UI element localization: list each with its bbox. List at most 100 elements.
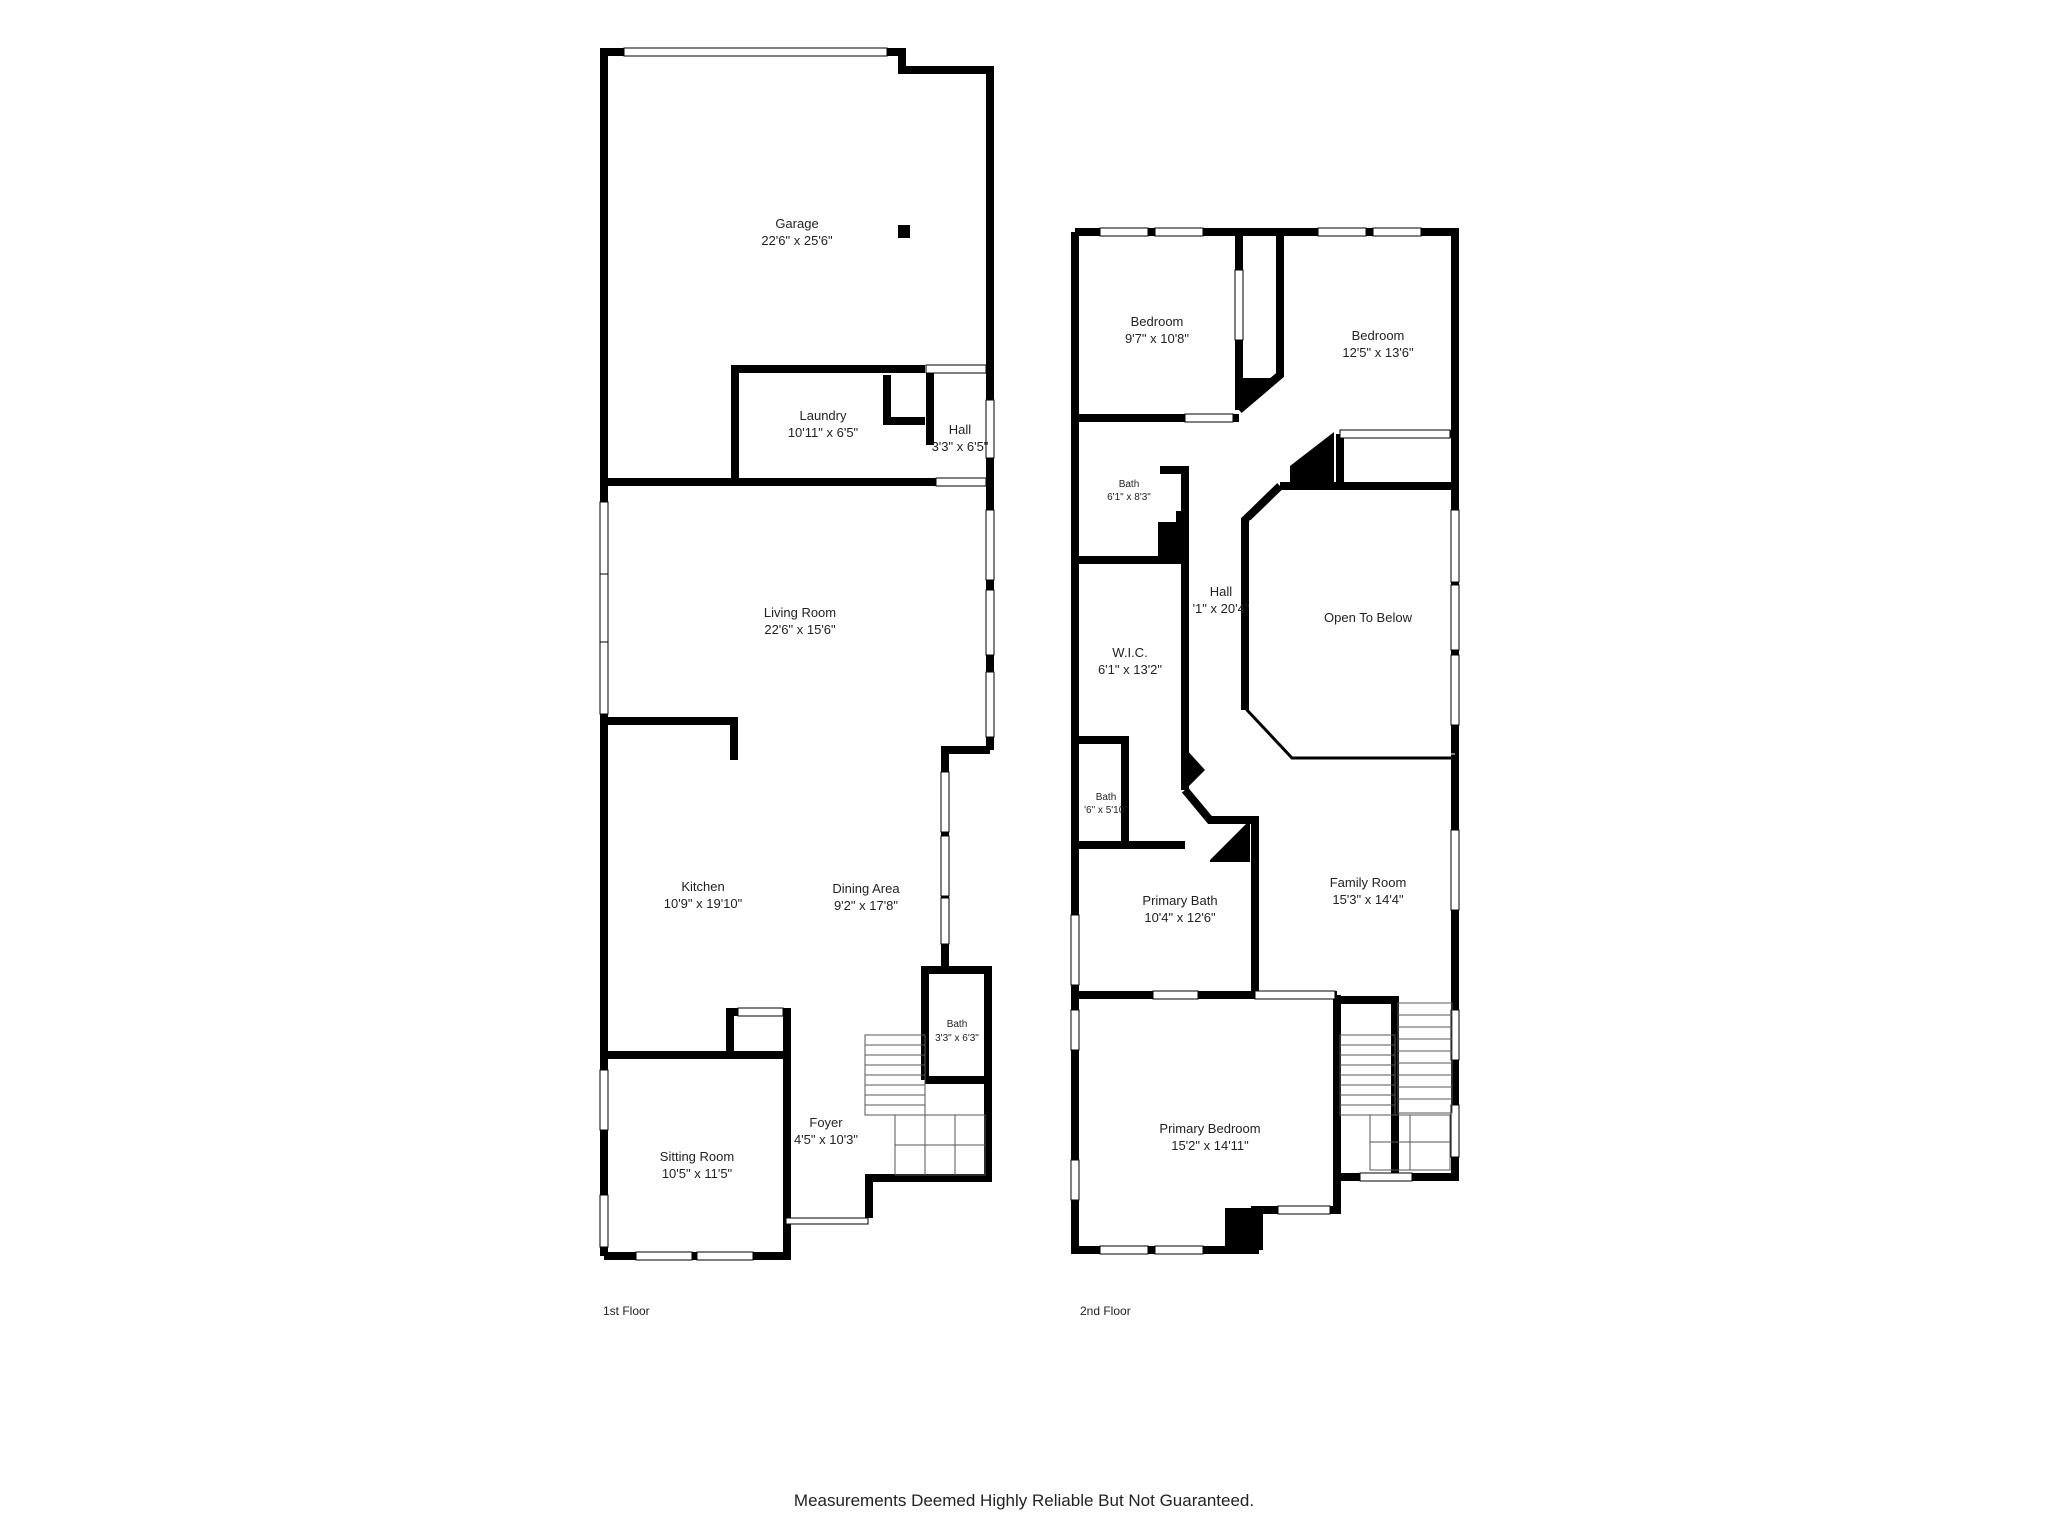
garage-post	[898, 225, 910, 238]
window	[737, 1007, 784, 1017]
first-floor-plan	[600, 48, 994, 1260]
window	[599, 1194, 609, 1248]
hall-2-name: Hall	[1210, 584, 1233, 599]
window	[985, 589, 995, 656]
bath-1-name: Bath	[947, 1019, 968, 1030]
bath-3-name: Bath	[1096, 792, 1117, 803]
window	[696, 1251, 754, 1261]
family-room-name: Family Room	[1330, 875, 1407, 890]
window	[1070, 1009, 1080, 1051]
wall	[1241, 483, 1283, 710]
wall	[883, 375, 925, 425]
window	[1234, 269, 1244, 341]
window	[985, 671, 995, 738]
hall-2-dim: '1" x 20'4"	[1193, 601, 1250, 616]
window	[1317, 227, 1367, 237]
foyer-name: Foyer	[809, 1115, 843, 1130]
sitting-room-dim: 10'5" x 11'5"	[662, 1166, 733, 1181]
primary-bath-name: Primary Bath	[1142, 893, 1217, 908]
window	[940, 897, 950, 945]
second-floor-windows	[1070, 227, 1460, 1255]
window	[623, 47, 888, 57]
kitchen-dim: 10'9" x 19'10"	[664, 896, 743, 911]
wall	[1181, 787, 1259, 995]
window	[599, 641, 609, 715]
wall	[600, 48, 735, 486]
wall	[1160, 466, 1189, 525]
foyer-dim: 4'5" x 10'3"	[794, 1132, 858, 1147]
window	[985, 399, 995, 459]
bedroom-b-name: Bedroom	[1352, 328, 1405, 343]
window	[1277, 1205, 1331, 1215]
window	[1450, 829, 1460, 911]
window	[1359, 1172, 1413, 1182]
bedroom-a-name: Bedroom	[1131, 314, 1184, 329]
open-to-below-name: Open To Below	[1324, 610, 1413, 625]
wall	[731, 365, 925, 482]
second-floor-label: 2nd Floor	[1080, 1304, 1131, 1318]
kitchen-name: Kitchen	[681, 879, 724, 894]
window	[599, 1069, 609, 1131]
living-room-name: Living Room	[764, 605, 836, 620]
bath-2-name: Bath	[1119, 479, 1140, 490]
dining-area-name: Dining Area	[832, 881, 900, 896]
second-floor-stairs	[1339, 1002, 1453, 1171]
garage-name: Garage	[775, 216, 818, 231]
window	[1070, 1159, 1080, 1201]
window	[1450, 654, 1460, 726]
window	[1372, 227, 1422, 237]
window	[1154, 227, 1204, 237]
hall-1-name: Hall	[949, 422, 972, 437]
window	[1450, 1104, 1460, 1158]
window	[1450, 1009, 1460, 1061]
window	[925, 364, 987, 374]
window	[985, 509, 995, 581]
wall	[1337, 996, 1399, 1177]
window	[635, 1251, 693, 1261]
window	[599, 501, 609, 575]
bedroom-a-dim: 9'7" x 10'8"	[1125, 331, 1189, 346]
window	[1450, 584, 1460, 651]
wall	[941, 746, 990, 970]
window	[940, 835, 950, 897]
first-floor-label: 1st Floor	[603, 1304, 650, 1318]
window	[1154, 1245, 1204, 1255]
wic-name: W.I.C.	[1112, 645, 1147, 660]
primary-bedroom-name: Primary Bedroom	[1159, 1121, 1260, 1136]
first-floor-windows	[599, 47, 995, 1261]
window	[1450, 509, 1460, 583]
door-opening	[1184, 413, 1234, 423]
primary-bedroom-dim: 15'2" x 14'11"	[1171, 1138, 1249, 1153]
door-opening	[1254, 990, 1336, 1000]
window	[935, 477, 987, 487]
door-opening	[1152, 990, 1199, 1000]
sitting-room-name: Sitting Room	[660, 1149, 734, 1164]
family-room-dim: 15'3" x 14'4"	[1332, 892, 1404, 907]
window	[940, 771, 950, 833]
garage-dim: 22'6" x 25'6"	[761, 233, 833, 248]
window	[1099, 1245, 1149, 1255]
wall	[604, 1008, 791, 1260]
bedroom-b-dim: 12'5" x 13'6"	[1342, 345, 1414, 360]
living-room-dim: 22'6" x 15'6"	[764, 622, 836, 637]
door-opening	[785, 1217, 869, 1225]
laundry-name: Laundry	[800, 408, 847, 423]
hall-1-dim: 3'3" x 6'5"	[932, 439, 989, 454]
window	[1099, 227, 1149, 237]
second-floor-solid-blocks	[1158, 378, 1334, 1250]
bath-2-dim: 6'1" x 8'3"	[1107, 492, 1151, 503]
wall	[887, 48, 994, 372]
bath-3-dim: '6" x 5'10"	[1084, 805, 1128, 816]
disclaimer: Measurements Deemed Highly Reliable But …	[793, 1491, 1255, 1510]
laundry-dim: 10'11" x 6'5"	[788, 425, 859, 440]
primary-bath-dim: 10'4" x 12'6"	[1144, 910, 1216, 925]
wall	[865, 966, 992, 1218]
bath-1-dim: 3'3" x 6'3"	[935, 1033, 979, 1044]
window	[1339, 429, 1451, 439]
dining-area-dim: 9'2" x 17'8"	[834, 898, 898, 913]
open-to-below-railing	[1245, 520, 1455, 760]
window	[599, 573, 609, 643]
wall	[604, 717, 738, 760]
wic-dim: 6'1" x 13'2"	[1098, 662, 1162, 677]
